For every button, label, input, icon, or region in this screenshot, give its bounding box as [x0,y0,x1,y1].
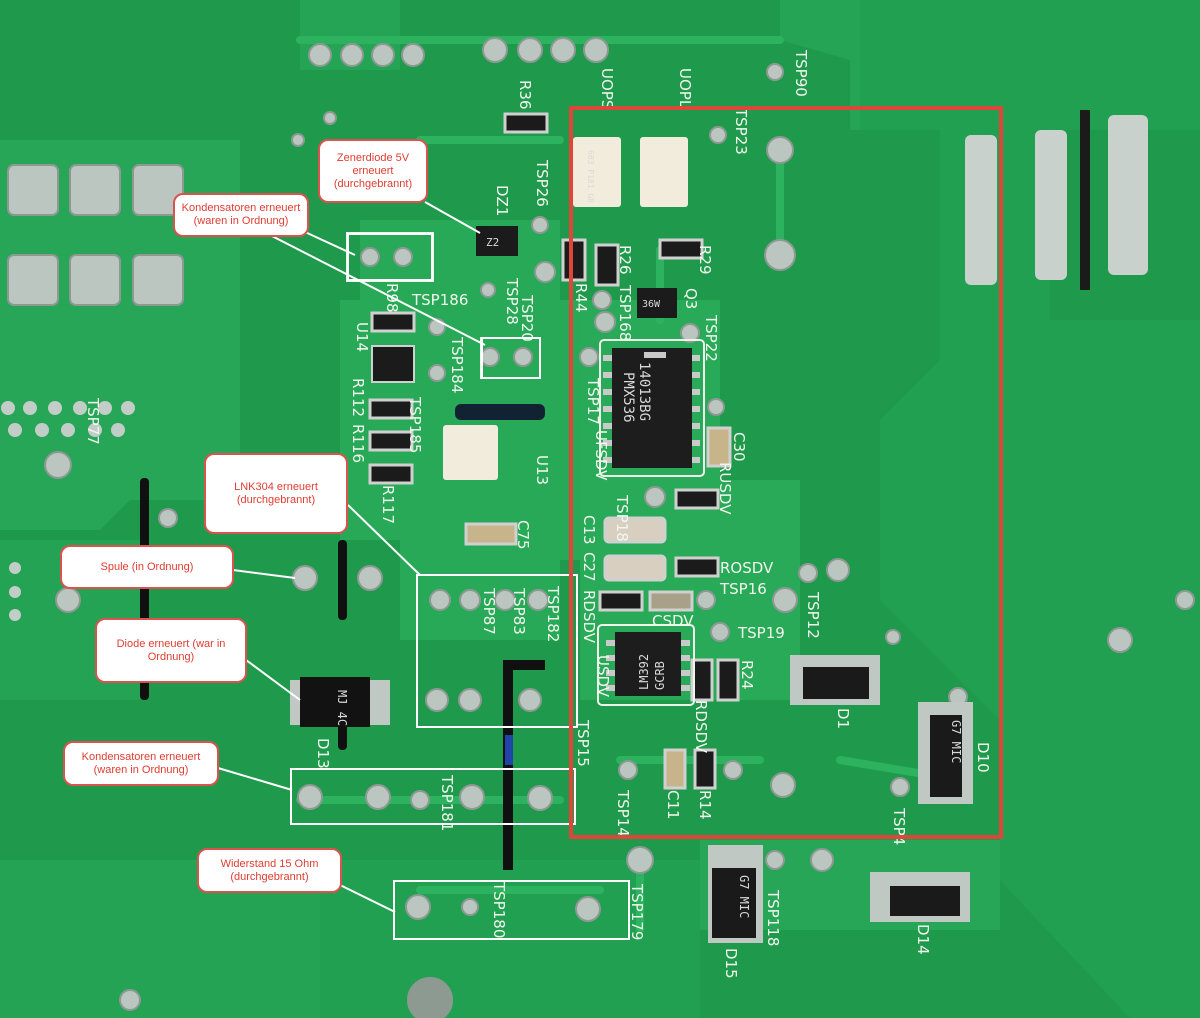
silk-label: R29 [696,245,714,275]
silk-label: TSP185 [406,396,424,453]
highlight-box [290,768,576,825]
chip-mark: PMX536 [620,372,636,423]
region-highlight-frame [569,106,1003,839]
highlight-box [347,233,433,281]
smd-parts [368,112,740,790]
silk-label: TSP12 [804,591,822,639]
silk-label: RUSDV [716,462,734,515]
silk-label: R26 [616,245,634,275]
chip-mark: 14013BG [636,362,652,421]
silk-label: R117 [379,485,397,524]
highlight-box [416,574,578,728]
silk-label: ROSDV [720,559,774,577]
chip-mark: MJ 4C [335,690,349,726]
silk-label: UOPS [598,68,616,109]
chip-mark: G7 MIC [949,720,963,763]
silk-label: R116 [349,424,367,463]
silk-label: R14 [696,790,714,820]
silk-label: TSP17 [584,377,602,425]
silk-label-group: TSP90 R36 UOPS UOPL TSP23 TSP26 DZ1 TSP1… [84,49,992,979]
silk-label: C27 [580,552,598,582]
callout-capacitors-bottom: Kondensatoren erneuert (waren in Ordnung… [63,741,219,786]
silk-label: D1 [834,708,852,729]
copper-plane [860,0,1200,1018]
silk-label: C13 [580,515,598,545]
heatsink-leads [965,110,1148,290]
silk-label: TSP87 [480,587,498,635]
chip-mark: Z2 [486,236,499,249]
via-row [1,401,135,621]
highlight-box [393,880,630,940]
highlight-box [481,337,541,379]
callout-capacitors-top: Kondensatoren erneuert (waren in Ordnung… [173,193,309,237]
silk-label: D15 [722,948,740,979]
silk-label: C75 [514,520,532,550]
silk-label: R112 [349,378,367,417]
callout-resistor: Widerstand 15 Ohm (durchgebrannt) [197,848,342,893]
silk-label: TSP20 [518,294,536,342]
silk-label: U14 [353,322,371,352]
callout-diode: Diode erneuert (war in Ordnung) [95,618,247,683]
callout-zener: Zenerdiode 5V erneuert (durchgebrannt) [318,139,428,203]
silk-label: TSP22 [702,314,720,362]
silk-label: TSP23 [732,107,750,155]
silk-label: R36 [516,80,534,110]
chip-mark: G7 MIC [737,875,751,918]
chip-markings: 14013BG PMX536 LM392 GCRB G7 MIC G7 MIC … [335,150,963,918]
silk-label: UOPL [676,68,694,109]
silk-label: R24 [738,660,756,690]
silk-label: TSP15 [574,719,592,767]
silk-label: TSP18 [613,494,631,542]
silk-label: U13 [533,455,551,485]
chip-mark: LM392 [637,654,651,690]
silk-label: USDV [594,655,612,698]
silk-label: C30 [730,432,748,462]
chip-mark: GCRB [653,661,667,690]
slots [140,478,545,870]
silk-label: Q3 [682,288,700,309]
silk-label: TSP181 [438,774,456,831]
silk-label: TSP180 [490,881,508,938]
ic-small [606,632,690,696]
silk-label: TSP28 [503,277,521,325]
silk-label: TSP26 [533,159,551,207]
silk-label: D10 [974,742,992,773]
solder-pads [7,37,1195,1018]
chip-mark: 36W [642,299,661,310]
silk-label: TSP184 [448,336,466,393]
silk-label: TSP14 [614,789,632,837]
silk-label: D13 [314,738,332,769]
silk-label: TSP179 [628,883,646,940]
silk-label: UFSDV [592,430,610,481]
silk-label: TSP83 [510,587,528,635]
silk-label: C11 [664,790,682,820]
silk-label: RDSDV [692,700,710,754]
silk-label: TSP182 [544,585,562,642]
annotation-lines [217,201,486,913]
diodes [290,655,973,943]
ic-main [603,348,700,468]
copper-plane [0,140,240,530]
silk-label: TSP19 [737,624,785,642]
copper-plane [0,860,320,1018]
silk-label: TSP77 [84,397,102,445]
silk-label: RDSDV [580,590,598,644]
silk-label: TSP168 [616,284,634,341]
chip-mark: 603 P181 G8 [586,150,595,203]
silk-label: TSP118 [764,889,782,946]
callout-coil: Spule (in Ordnung) [60,545,234,589]
silk-label: CSDV [652,612,694,630]
silk-label: TSP90 [792,49,810,97]
silk-label: D14 [914,924,932,955]
silk-label: R44 [572,283,590,313]
silk-label: TSP186 [411,291,468,309]
silk-label: DZ1 [493,185,511,216]
callout-lnk304: LNK304 erneuert (durchgebrannt) [204,453,348,534]
silk-label: TSP16 [719,580,767,598]
